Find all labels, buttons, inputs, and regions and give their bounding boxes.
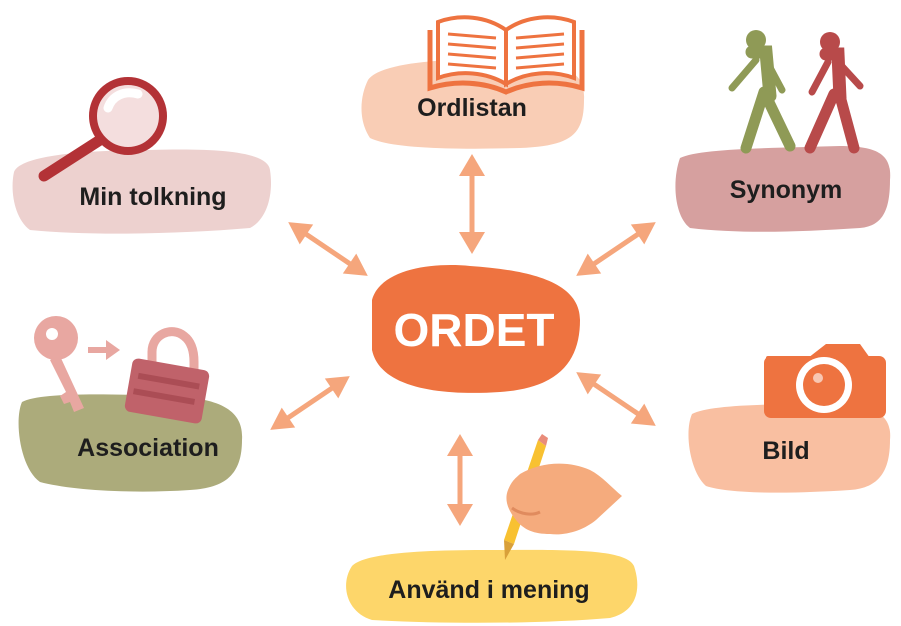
bild-blob xyxy=(688,404,891,493)
node-bild: Bild xyxy=(688,344,891,493)
mening-blob xyxy=(346,549,638,623)
ordlistan-label: Ordlistan xyxy=(417,94,527,122)
ordlistan-blob xyxy=(361,59,585,149)
node-synonym: Synonym xyxy=(675,30,891,232)
camera-icon xyxy=(764,344,886,418)
arrow-anvand-i-mening xyxy=(447,434,473,526)
arrow-ordlistan xyxy=(459,154,485,254)
arrow-association xyxy=(270,376,350,430)
key-icon xyxy=(34,316,84,412)
node-ordlistan: Ordlistan xyxy=(361,15,585,149)
arrow-synonym xyxy=(576,222,656,276)
node-association: Association xyxy=(18,316,243,492)
magnifying-glass-icon xyxy=(38,77,167,182)
center-node-ordet: ORDET xyxy=(372,265,580,393)
center-label: ORDET xyxy=(394,304,555,356)
arrow-min-tolkning xyxy=(288,222,368,276)
hand-shape xyxy=(506,463,622,535)
synonym-blob xyxy=(675,146,891,232)
synonym-label: Synonym xyxy=(730,176,843,204)
tolkning-label: Min tolkning xyxy=(79,183,226,211)
association-label: Association xyxy=(77,434,219,462)
tolkning-blob xyxy=(12,149,272,234)
padlock-icon xyxy=(124,327,210,424)
arrow-bild xyxy=(576,372,656,426)
node-anvand-i-mening: Använd i mening xyxy=(346,434,638,623)
open-book-icon xyxy=(427,15,585,95)
center-blob xyxy=(372,265,580,393)
bild-label: Bild xyxy=(762,437,809,465)
mening-label: Använd i mening xyxy=(388,576,589,604)
connector-arrows xyxy=(270,154,656,526)
key-and-padlock-icon xyxy=(34,316,210,424)
node-min-tolkning: Min tolkning xyxy=(12,77,272,234)
hand-writing-pencil-icon xyxy=(504,434,622,560)
small-arrow-icon xyxy=(88,340,120,360)
walking-people-icon xyxy=(728,30,864,154)
